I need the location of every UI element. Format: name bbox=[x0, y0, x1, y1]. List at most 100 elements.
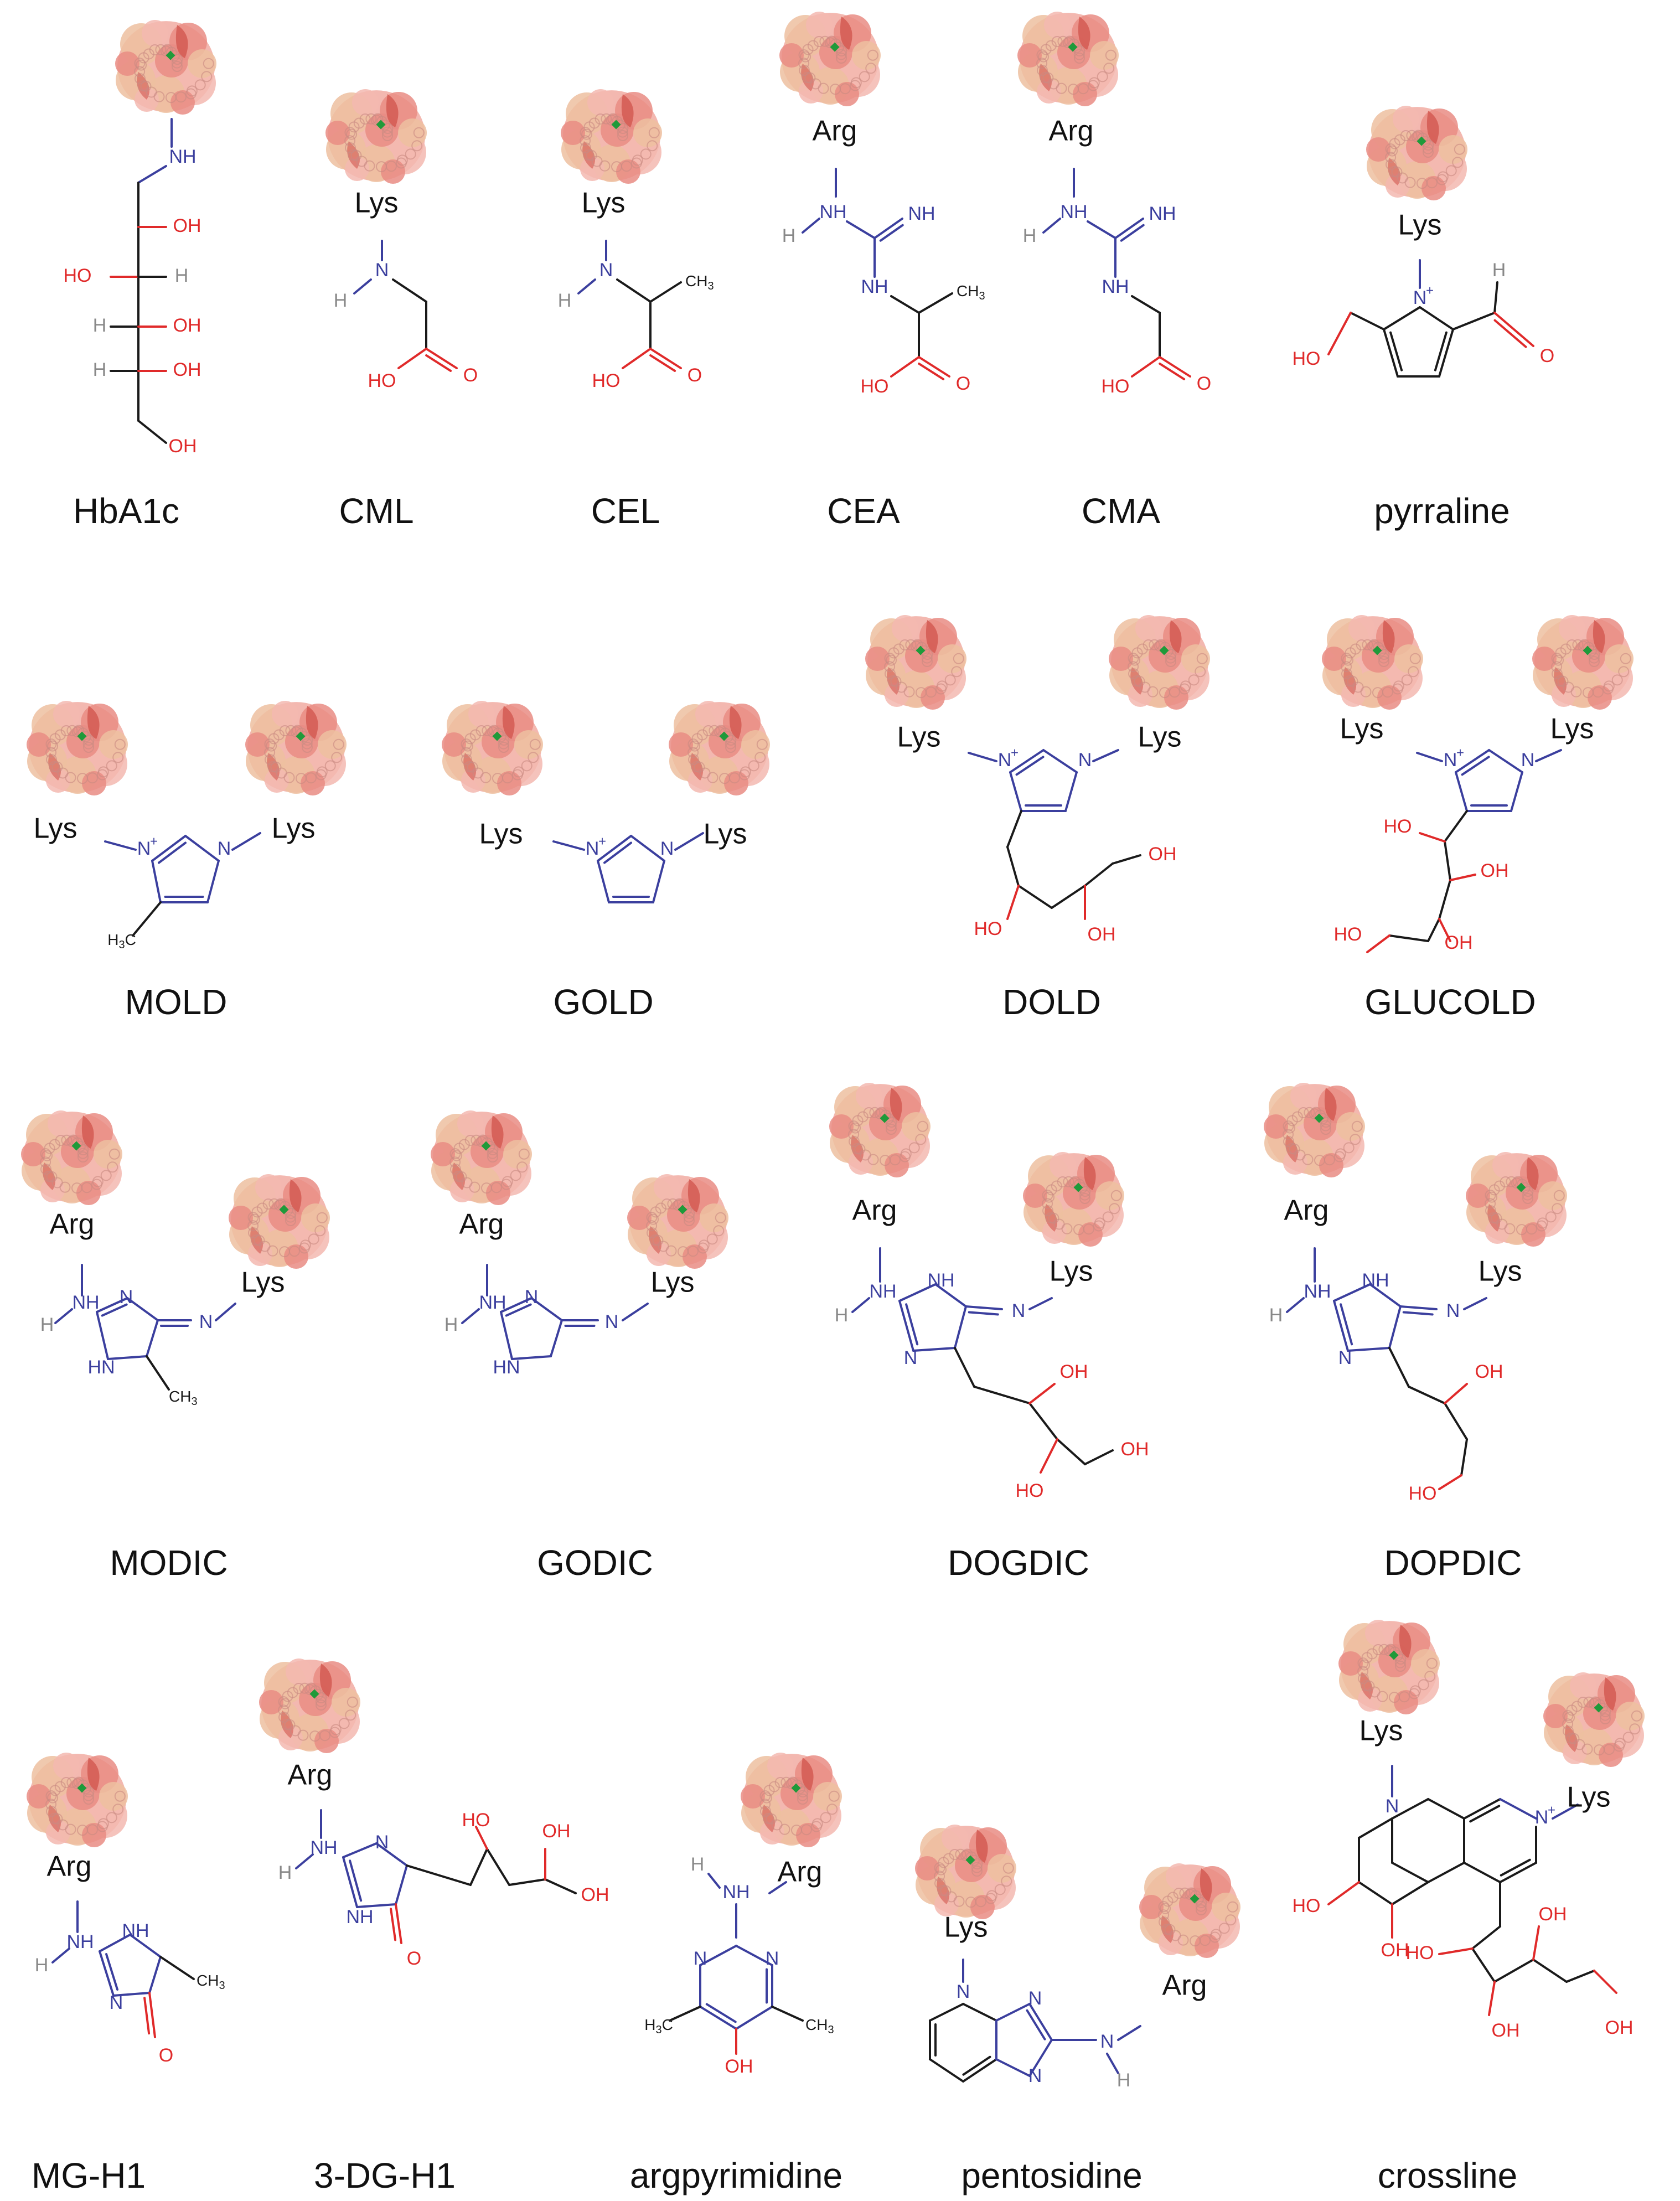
atom-label: HO bbox=[1102, 376, 1130, 397]
bond bbox=[1438, 879, 1451, 920]
bond bbox=[1087, 220, 1116, 239]
double-bond bbox=[1015, 756, 1045, 776]
bond bbox=[1416, 752, 1443, 762]
bond bbox=[146, 1319, 159, 1357]
double-bond bbox=[1389, 331, 1403, 371]
protein-blob-icon bbox=[561, 89, 662, 184]
bond bbox=[544, 1878, 577, 1894]
atom-label: N bbox=[1028, 2065, 1042, 2086]
methyl-label: CH3 bbox=[197, 1972, 225, 1992]
compound-caption: MOLD bbox=[125, 982, 228, 1022]
protein-blob-icon bbox=[1366, 106, 1467, 200]
atom-label: OH bbox=[1060, 1361, 1088, 1382]
bond bbox=[1455, 749, 1490, 773]
bond bbox=[395, 1903, 402, 1944]
double-bond bbox=[879, 224, 904, 242]
double-bond bbox=[158, 841, 187, 864]
bond bbox=[1358, 1881, 1393, 1905]
atom-label: H bbox=[835, 1305, 849, 1326]
residue-lys: Lys bbox=[704, 818, 747, 850]
atom-label: H bbox=[40, 1314, 54, 1335]
residue-lys: Lys bbox=[479, 818, 523, 850]
atom-label: OH bbox=[173, 315, 201, 336]
bond bbox=[577, 278, 596, 294]
bond bbox=[1510, 771, 1523, 812]
compound-caption: DOPDIC bbox=[1384, 1543, 1522, 1583]
double-bond bbox=[505, 1303, 532, 1317]
bond bbox=[962, 2003, 997, 2022]
bond bbox=[146, 1355, 170, 1391]
bond bbox=[1488, 749, 1523, 773]
double-bond bbox=[1026, 2009, 1046, 2040]
atom-label: NH bbox=[72, 1292, 99, 1313]
atom-label: N bbox=[660, 838, 674, 859]
bond bbox=[1028, 1297, 1053, 1310]
atom-label: O bbox=[159, 2045, 173, 2066]
bond bbox=[1388, 934, 1429, 942]
atom-label: H bbox=[1492, 260, 1506, 281]
atom-label: OH bbox=[169, 436, 197, 457]
bond bbox=[406, 1864, 472, 1886]
methyl-label: H3C bbox=[107, 931, 136, 951]
atom-label: HN bbox=[87, 1357, 115, 1378]
atom-label: HO bbox=[1334, 924, 1362, 945]
protein-blob-icon bbox=[829, 1083, 931, 1177]
compound-caption: MG-H1 bbox=[32, 2156, 146, 2195]
bond bbox=[918, 292, 953, 314]
bond bbox=[597, 835, 632, 862]
atom-label: O bbox=[463, 365, 478, 386]
bond bbox=[1408, 1386, 1446, 1404]
bond bbox=[1327, 1881, 1360, 1905]
bond bbox=[137, 420, 167, 444]
compound-caption: 3-DG-H1 bbox=[314, 2156, 456, 2195]
atom-label: N bbox=[375, 1832, 389, 1853]
residue-arg: Arg bbox=[813, 115, 857, 147]
protein-blob-icon bbox=[1532, 615, 1634, 710]
bond bbox=[475, 1826, 488, 1850]
bond bbox=[995, 2003, 1031, 2022]
bond bbox=[511, 1355, 552, 1360]
bond bbox=[1028, 2039, 1053, 2077]
atom-label: OH bbox=[1149, 844, 1177, 865]
residue-lys: Lys bbox=[1340, 713, 1384, 745]
atom-label: OH bbox=[1539, 1904, 1567, 1925]
residue-arg: Arg bbox=[1049, 115, 1094, 147]
compound-caption: GODIC bbox=[537, 1543, 653, 1583]
residue-lys: Lys bbox=[1479, 1256, 1522, 1288]
atom-label: N bbox=[957, 1981, 970, 2002]
residue-arg: Arg bbox=[778, 1856, 823, 1888]
atom-label: N bbox=[137, 838, 151, 859]
bond bbox=[1532, 1959, 1568, 1983]
bond bbox=[630, 835, 665, 862]
atom-label: NH bbox=[1362, 1270, 1389, 1291]
compound-caption: GLUCOLD bbox=[1364, 982, 1536, 1022]
atom-label: HO bbox=[1016, 1480, 1044, 1501]
double-bond bbox=[390, 1908, 397, 1941]
bond bbox=[652, 860, 665, 903]
double-bond bbox=[1461, 756, 1490, 776]
bond bbox=[1419, 306, 1454, 330]
bond bbox=[353, 278, 372, 294]
atom-label: NH bbox=[169, 146, 196, 167]
compound-caption: pyrraline bbox=[1374, 491, 1510, 531]
atom-label: NH bbox=[1102, 276, 1129, 297]
atom-label: H bbox=[1269, 1305, 1283, 1326]
atom-label: H bbox=[35, 1955, 49, 1976]
protein-blob-icon bbox=[627, 1174, 728, 1269]
atom-label: N bbox=[110, 1992, 123, 2013]
bond bbox=[1084, 1449, 1114, 1465]
bond bbox=[622, 348, 652, 369]
bond bbox=[846, 220, 876, 239]
atom-label: N bbox=[998, 750, 1012, 771]
double-bond bbox=[143, 1997, 151, 2035]
protein-blobs bbox=[21, 12, 1645, 1958]
compound-caption: CMA bbox=[1082, 491, 1161, 531]
atom-label: + bbox=[1011, 745, 1019, 760]
bond bbox=[112, 1992, 151, 1997]
atom-label: H bbox=[93, 359, 107, 380]
double-bond bbox=[705, 2003, 737, 2023]
bond bbox=[1333, 1283, 1371, 1302]
bond bbox=[890, 295, 920, 314]
bond bbox=[392, 278, 427, 303]
